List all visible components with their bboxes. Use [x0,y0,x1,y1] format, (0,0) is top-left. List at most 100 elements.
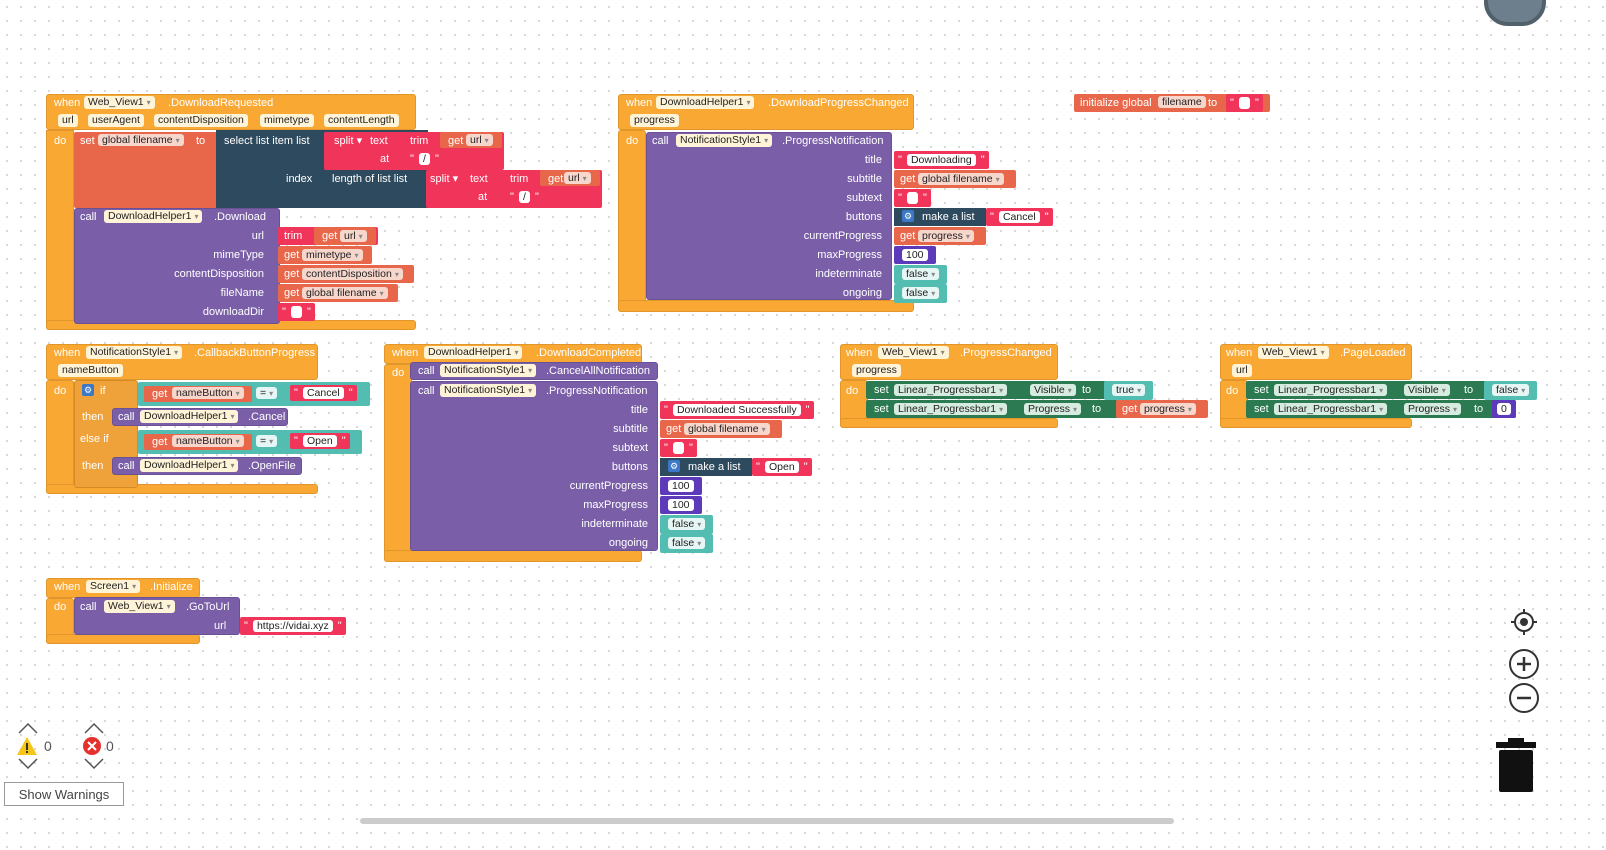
get-global-filename-dropdown[interactable]: global filename▾ [302,287,388,299]
param-contentdisposition[interactable]: contentDisposition [154,114,248,127]
subtext-empty[interactable]: " " [660,439,697,457]
error-down-arrow-icon[interactable] [84,758,104,770]
text-slash-2[interactable]: " / " [506,188,543,206]
show-warnings-button[interactable]: Show Warnings [4,782,124,806]
title-text[interactable]: " Downloaded Successfully " [660,401,814,419]
component-dropdown[interactable]: DownloadHelper1▾ [656,96,755,109]
call-progress-notification[interactable] [410,381,658,551]
zoom-out-icon[interactable] [1508,682,1540,714]
progressbar-dropdown-2[interactable]: Linear_Progressbar1▾ [1274,403,1388,415]
event-webview-page-loaded[interactable]: when Web_View1▾ .PageLoaded url do set L… [1220,344,1540,430]
initialize-global-block[interactable]: initialize global filename to " " [1074,94,1270,112]
indeterminate-false[interactable]: false▾ [660,515,714,534]
event-callback-button-progress[interactable]: when NotificationStyle1▾ .CallbackButton… [46,344,372,496]
event-web-view-download-requested[interactable]: when Web_View1▾ .DownloadRequested url u… [46,94,602,332]
true-value[interactable]: true▾ [1104,381,1154,400]
get-global-filename-dropdown[interactable]: global filename▾ [684,423,770,435]
progressbar-dropdown[interactable]: Linear_Progressbar1▾ [1274,384,1388,396]
component-dropdown[interactable]: Screen1▾ [86,580,141,593]
event-download-completed[interactable]: when DownloadHelper1▾ .DownloadCompleted… [384,344,824,564]
open-string[interactable]: " Open " [290,433,350,449]
get-global-filename-dropdown[interactable]: global filename▾ [918,173,1004,185]
param-url[interactable]: url [58,114,78,127]
zoom-in-icon[interactable] [1508,648,1540,680]
event-download-progress-changed[interactable]: when DownloadHelper1▾ .DownloadProgressC… [618,94,1058,314]
ongoing-false[interactable]: false▾ [660,534,714,553]
false-value[interactable]: false▾ [1484,381,1538,400]
global-name-field[interactable]: filename [1158,96,1206,108]
param-progress[interactable]: progress [630,114,679,127]
get-label: get [900,173,916,185]
title-text[interactable]: " Downloading " [894,151,989,169]
set-var-dropdown[interactable]: global filename▾ [98,134,184,146]
helper-dropdown-2[interactable]: DownloadHelper1▾ [140,459,239,472]
trash-icon[interactable] [1494,738,1538,794]
get-url-dropdown[interactable]: url▾ [466,134,493,146]
method-gotourl: .GoToUrl [186,601,230,613]
notification-dropdown[interactable]: NotificationStyle1▾ [440,364,537,377]
gear-icon[interactable]: ⚙ [902,210,914,222]
progressbar-dropdown-2[interactable]: Linear_Progressbar1▾ [894,403,1008,415]
webview-dropdown[interactable]: Web_View1▾ [104,600,175,613]
error-up-arrow-icon[interactable] [84,722,104,734]
param-useragent[interactable]: userAgent [88,114,144,127]
get-url-dropdown-3[interactable]: url▾ [340,230,367,242]
call-progress-notification[interactable] [646,132,892,300]
component-dropdown[interactable]: Web_View1▾ [1258,346,1329,359]
component-dropdown[interactable]: Web_View1▾ [84,96,155,109]
get-mimetype-dropdown[interactable]: mimetype▾ [302,249,363,261]
current-progress-number[interactable]: 100 [660,477,702,495]
visible-prop-dropdown[interactable]: Visible▾ [1404,384,1450,396]
ongoing-false[interactable]: false▾ [894,284,948,303]
warn-down-arrow-icon[interactable] [18,758,38,770]
component-dropdown[interactable]: Web_View1▾ [878,346,949,359]
progress-prop-dropdown[interactable]: Progress▾ [1404,403,1462,415]
get-progress-dropdown[interactable]: progress▾ [918,230,974,242]
url-text[interactable]: " https://vidai.xyz " [240,617,346,635]
notification-dropdown[interactable]: NotificationStyle1▾ [676,134,773,147]
cancel-string[interactable]: " Cancel " [290,385,357,401]
progressbar-dropdown[interactable]: Linear_Progressbar1▾ [894,384,1008,396]
horizontal-scrollbar[interactable] [360,818,1174,824]
subtext-empty[interactable]: " " [894,189,931,207]
get-namebutton-dropdown[interactable]: nameButton▾ [172,387,244,399]
init-empty-text[interactable]: " " [1226,94,1263,112]
zero-value[interactable]: 0 [1492,400,1516,418]
get-progress-dropdown[interactable]: progress▾ [1140,403,1196,415]
split-label-2[interactable]: split ▾ [430,173,459,185]
do-label: do [54,601,67,613]
empty-text[interactable]: " " [278,303,315,321]
get-contentdisposition-dropdown[interactable]: contentDisposition▾ [302,268,403,280]
warn-up-arrow-icon[interactable] [18,722,38,734]
component-dropdown[interactable]: NotificationStyle1▾ [86,346,183,359]
gear-icon[interactable]: ⚙ [82,384,94,396]
event-webview-progress-changed[interactable]: when Web_View1▾ .ProgressChanged progres… [840,344,1212,430]
cancel-text[interactable]: " Cancel " [986,208,1053,226]
param-url[interactable]: url [1232,364,1252,377]
call-download-block[interactable] [74,208,280,324]
compare-op-dropdown[interactable]: =▾ [256,387,278,399]
notification-dropdown-2[interactable]: NotificationStyle1▾ [440,384,537,397]
progress-prop-dropdown[interactable]: Progress▾ [1024,403,1082,415]
backpack-icon[interactable] [1484,0,1546,26]
max-progress-number[interactable]: 100 [894,246,936,264]
text-slash[interactable]: " / " [406,150,443,168]
compare-op-dropdown-2[interactable]: =▾ [256,435,278,447]
helper-dropdown[interactable]: DownloadHelper1▾ [104,210,203,223]
param-mimetype[interactable]: mimetype [260,114,314,127]
component-dropdown[interactable]: DownloadHelper1▾ [424,346,523,359]
recenter-icon[interactable] [1508,606,1540,638]
indeterminate-false[interactable]: false▾ [894,265,948,284]
open-text[interactable]: " Open " [752,458,812,476]
get-namebutton-dropdown-2[interactable]: nameButton▾ [172,435,244,447]
max-progress-number[interactable]: 100 [660,496,702,514]
param-namebutton[interactable]: nameButton [58,364,123,377]
visible-prop-dropdown[interactable]: Visible▾ [1030,384,1076,396]
gear-icon[interactable]: ⚙ [668,460,680,472]
split-label[interactable]: split ▾ [334,135,363,147]
param-contentlength[interactable]: contentLength [324,114,399,127]
helper-dropdown[interactable]: DownloadHelper1▾ [140,410,239,423]
get-url-dropdown-2[interactable]: url▾ [564,172,591,184]
event-screen-initialize[interactable]: when Screen1▾ .Initialize do call Web_Vi… [46,578,356,646]
param-progress[interactable]: progress [852,364,901,377]
